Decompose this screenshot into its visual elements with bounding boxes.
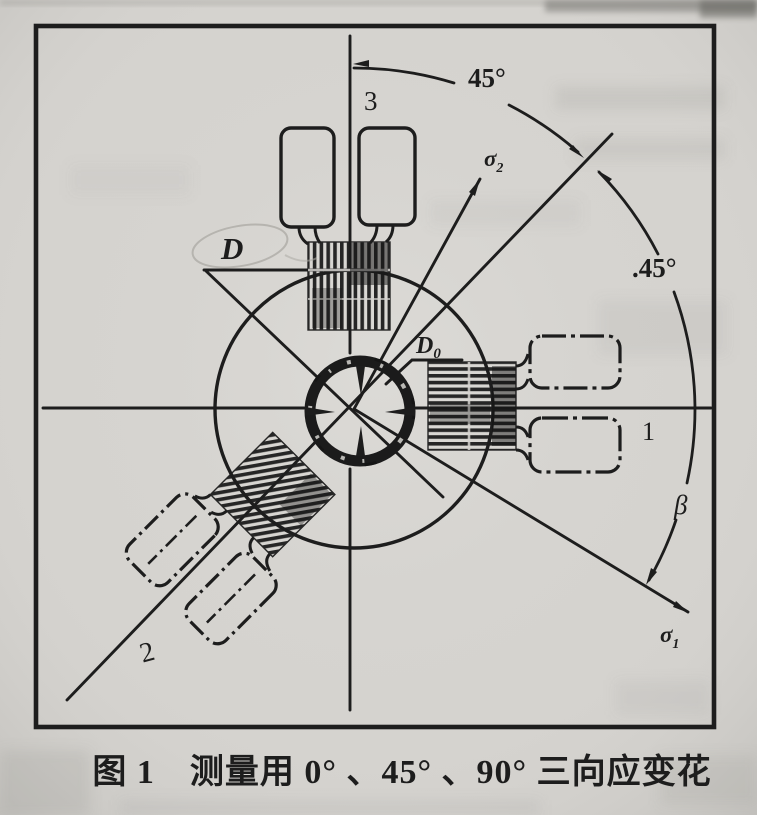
gauge-3-label: 3 xyxy=(364,86,378,116)
figure-labels: 3 1 2 45° .45° β D D0 σ2 σ1 xyxy=(136,63,688,670)
angle-arc xyxy=(352,66,697,582)
gauge-2-leads xyxy=(194,493,272,572)
gauge-3-tab-right xyxy=(357,126,417,227)
sigma2-direction-line xyxy=(352,177,482,411)
gauge-2-grid-blotch xyxy=(279,473,333,526)
sigma2-arrowhead xyxy=(469,179,480,196)
gauge-1-element xyxy=(427,334,622,474)
figure-caption: 图 1 测量用 0° 、45° 、90° 三向应变花 xyxy=(92,753,711,791)
hole-diameter-label: D0 xyxy=(415,333,441,362)
sigma1-label: σ1 xyxy=(660,622,679,652)
diameter-label: D xyxy=(220,231,243,266)
angle-45-lower-label: .45° xyxy=(632,253,677,283)
gauge-3-grid-blotch2 xyxy=(312,288,342,328)
arc-start-tick xyxy=(353,60,369,67)
angle-45-upper-label: 45° xyxy=(468,63,506,93)
gauge-2-grid xyxy=(209,431,336,558)
gauge-2-tab-upper xyxy=(184,551,278,646)
sigma1-direction-line xyxy=(352,407,690,614)
gauge-2-element xyxy=(124,431,336,646)
gauge-3-grid-blotch xyxy=(350,243,388,285)
gauge-1-tab-upper xyxy=(528,334,622,390)
arc-arrow-upper xyxy=(569,145,584,158)
gauge-2-tab-centerlines xyxy=(147,514,256,624)
figure-border xyxy=(33,23,717,730)
sigma1-arrowhead xyxy=(673,601,689,613)
page-edge-shadow xyxy=(0,0,757,18)
gauge-2-tab-lower xyxy=(124,492,220,588)
beta-label: β xyxy=(673,490,688,520)
gauge-1-leads xyxy=(515,353,530,461)
sigma2-label: σ2 xyxy=(484,146,503,176)
gauge-3-element xyxy=(279,126,417,331)
arc-arrow-lower xyxy=(597,170,612,183)
gauge-1-grid-blotch xyxy=(492,366,516,446)
hole-center-ticks xyxy=(305,366,415,456)
gauge-3-tab-left xyxy=(279,126,336,229)
drilled-hole xyxy=(304,355,416,467)
gauge-1-label: 1 xyxy=(642,417,655,446)
gauge-1-tab-lower xyxy=(528,416,622,474)
arc-arrowheads xyxy=(353,60,689,613)
beta-arc-arrowhead xyxy=(646,568,657,585)
axis-45deg xyxy=(65,132,614,702)
gauge-1-grid-blotch2 xyxy=(430,404,490,424)
pencil-marks xyxy=(191,223,318,269)
gauge-1-grid xyxy=(427,361,517,451)
